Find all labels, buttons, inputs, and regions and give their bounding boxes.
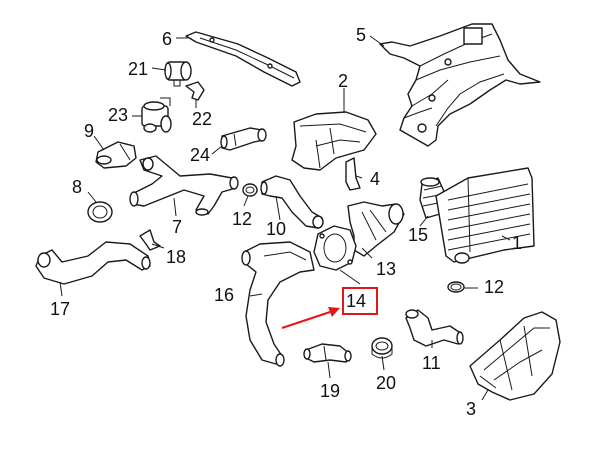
callout-18: 18 xyxy=(166,247,187,267)
callout-8: 8 xyxy=(72,177,83,197)
part-20-coupling xyxy=(371,337,393,359)
part-1-intercooler xyxy=(435,167,535,264)
part-12-ring-right xyxy=(447,281,465,293)
part-7-pipe xyxy=(129,155,239,216)
callout-1: 1 xyxy=(512,233,523,253)
callout-12-right: 12 xyxy=(484,277,505,297)
callout-2: 2 xyxy=(338,71,349,91)
callout-13: 13 xyxy=(376,259,397,279)
callout-21: 21 xyxy=(128,59,149,79)
part-12-ring-left xyxy=(242,183,258,197)
callout-15: 15 xyxy=(408,225,429,245)
highlight-box xyxy=(342,287,378,315)
part-6-bracket xyxy=(185,31,301,87)
callout-10: 10 xyxy=(266,219,287,239)
callout-22: 22 xyxy=(192,109,213,129)
callout-12-left: 12 xyxy=(232,209,253,229)
part-10-hose xyxy=(260,175,324,229)
callout-17: 17 xyxy=(50,299,71,319)
part-9-elbow xyxy=(95,141,137,169)
callout-9: 9 xyxy=(84,121,95,141)
callout-23: 23 xyxy=(108,105,129,125)
callout-6: 6 xyxy=(162,29,173,49)
callout-24: 24 xyxy=(190,145,211,165)
part-4-bracket xyxy=(345,157,361,191)
callout-14: 14 xyxy=(346,291,367,311)
part-23-valve xyxy=(141,97,172,133)
leader-lines xyxy=(59,35,511,401)
part-21-valve xyxy=(164,61,192,87)
callout-16: 16 xyxy=(214,285,235,305)
highlight-arrow xyxy=(281,307,340,329)
part-24-hose xyxy=(220,127,267,151)
part-22-clip xyxy=(185,81,205,101)
callout-7: 7 xyxy=(172,217,183,237)
part-8-coupling xyxy=(87,201,113,223)
callout-19: 19 xyxy=(320,381,341,401)
part-19-hose xyxy=(303,343,352,363)
part-3-air-duct xyxy=(469,311,561,401)
part-17-hose xyxy=(35,241,151,285)
part-14-gasket xyxy=(313,225,357,271)
callout-11: 11 xyxy=(422,353,441,373)
part-2-air-guide xyxy=(291,111,377,171)
callout-3: 3 xyxy=(466,399,477,419)
part-18-clip xyxy=(139,229,161,251)
part-5-bracket xyxy=(379,23,541,147)
part-16-pipe xyxy=(241,241,315,367)
callout-5: 5 xyxy=(356,25,367,45)
part-13-pipe xyxy=(347,201,405,257)
part-11-hose xyxy=(405,309,464,347)
callout-20: 20 xyxy=(376,373,397,393)
callout-4: 4 xyxy=(370,169,381,189)
